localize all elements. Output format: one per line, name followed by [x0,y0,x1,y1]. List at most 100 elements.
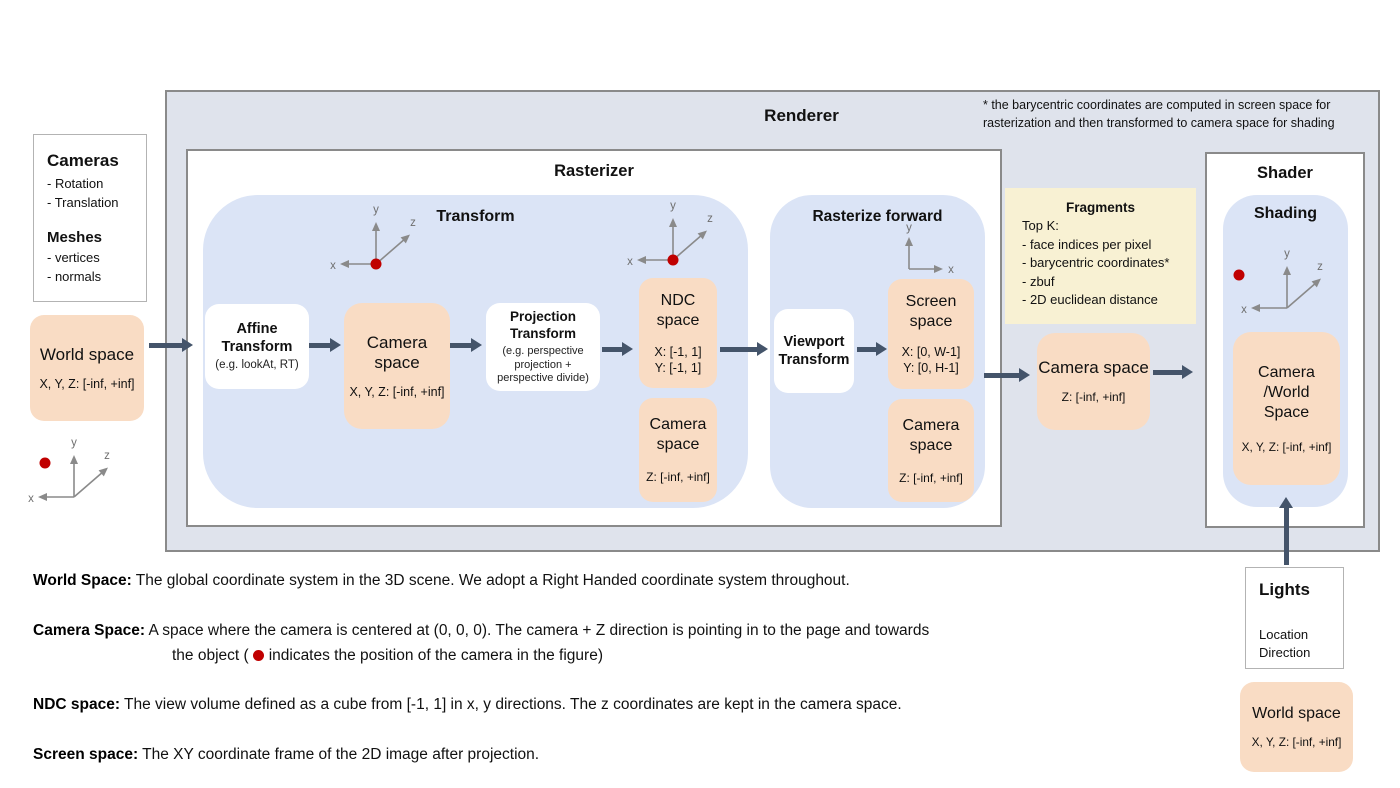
transform-title: Transform [436,208,515,225]
lights-direction: Direction [1259,645,1311,660]
shading-axes-icon: y x z [1233,248,1323,316]
camera-space-z-screen-range: Z: [-inf, +inf] [899,470,963,485]
definition-ndc-space-label: NDC space: [33,696,120,713]
definition-camera-space-text: A space where the camera is centered at … [148,622,930,639]
camera-space-z-ndc-range: Z: [-inf, +inf] [646,470,710,484]
axis-label-y: y [906,223,912,234]
definition-screen-space-label: Screen space: [33,746,139,763]
lights-panel: Lights Location Direction [1245,567,1344,669]
definition-camera-space: Camera Space: A space where the camera i… [33,622,1133,640]
cameras-item-translation: - Translation [47,194,119,210]
camera-world-space-box: Camera /World Space X, Y, Z: [-inf, +inf… [1233,332,1340,485]
definition-screen-space: Screen space: The XY coordinate frame of… [33,746,1083,764]
camera-space-transform-title: Camera space [366,332,428,372]
arrow-rasterizer-to-camera-out [984,368,1030,382]
axis-label-y: y [373,204,379,216]
fragments-item: - zbuf [1022,273,1055,289]
axis-label-x: x [948,264,954,276]
fragments-title: Fragments [1065,200,1136,215]
camera-space-transform-box: Camera space X, Y, Z: [-inf, +inf] [344,303,450,429]
axis-label-z: z [1317,261,1323,273]
screen-range-x: X: [0, W-1] [901,345,961,359]
meshes-item-vertices: - vertices [47,250,100,265]
shading-title: Shading [1253,205,1318,222]
world-space-input-title: World space [39,344,135,364]
definition-world-space-text: The global coordinate system in the 3D s… [135,572,850,589]
arrow-camera-out-to-shader [1153,365,1193,379]
rasterizer-title: Rasterizer [554,162,634,180]
meshes-title: Meshes [47,229,103,246]
renderer-title: Renderer [764,106,839,125]
camera-dot-icon [252,650,264,661]
world-space-input-box: World space X, Y, Z: [-inf, +inf] [30,315,144,421]
affine-transform-subtitle: (e.g. lookAt, RT) [215,359,299,372]
definition-ndc-space-text: The view volume defined as a cube from [… [124,696,902,713]
axis-label-x: x [330,260,336,272]
cameras-title: Cameras [47,151,119,170]
world-space-lights-box: World space X, Y, Z: [-inf, +inf] [1240,682,1353,772]
viewport-transform-box: Viewport Transform [774,309,854,393]
world-space-input-range: X, Y, Z: [-inf, +inf] [39,376,135,391]
ndc-range-y: Y: [-1, 1] [654,360,702,375]
affine-transform-box: Affine Transform (e.g. lookAt, RT) [205,304,309,389]
world-axes-icon: y x z [28,437,110,505]
definition-ndc-space: NDC space: The view volume defined as a … [33,696,1153,714]
footnote-line-2: rasterization and then transformed to ca… [983,115,1335,130]
definition-camera-space-label: Camera Space: [33,622,146,639]
fragments-topk: Top K: [1022,218,1059,233]
world-space-lights-title: World space [1252,704,1341,722]
fragments-item: - barycentric coordinates* [1022,255,1170,270]
camera-space-output-title: Camera space [1038,358,1149,377]
arrow-projection-to-ndc [602,342,633,356]
camera-space-output-box: Camera space Z: [-inf, +inf] [1037,333,1150,430]
arrow-camera-to-projection [450,338,482,352]
cameras-panel: Cameras - Rotation - Translation Meshes … [33,134,147,302]
arrow-world-to-rasterizer [149,338,193,352]
definition-camera-space-line2-post: indicates the position of the camera in … [268,647,603,664]
axis-label-z: z [707,213,713,225]
axis-label-y: y [71,437,77,449]
fragments-box: Fragments Top K: - face indices per pixe… [1005,188,1196,324]
viewport-transform-title: Viewport Transform [778,334,850,368]
ndc-axes-icon: y x z [627,200,713,268]
camera-world-space-range: X, Y, Z: [-inf, +inf] [1241,439,1332,454]
definition-world-space-label: World Space: [33,572,132,589]
arrow-ndc-to-viewport [720,342,768,356]
world-space-lights-range: X, Y, Z: [-inf, +inf] [1251,734,1342,749]
definition-camera-space-line2-pre: the object ( [172,647,249,664]
axis-label-x: x [627,256,633,268]
ndc-space-title: NDC space [656,291,700,329]
screen-axes-icon: y x [905,223,954,276]
camera-space-z-screen-box: Camera space Z: [-inf, +inf] [888,399,974,502]
axis-label-y: y [670,200,676,212]
origin-dot-icon [370,258,382,270]
ndc-range-x: X: [-1, 1] [654,344,702,359]
meshes-item-normals: - normals [47,268,102,284]
axis-label-x: x [1241,304,1247,316]
projection-transform-title: Projection Transform [509,309,577,342]
fragments-item: - face indices per pixel [1022,236,1152,252]
barycentric-footnote: * the barycentric coordinates are comput… [983,97,1363,132]
definition-screen-space-text: The XY coordinate frame of the 2D image … [142,746,540,763]
camera-space-z-ndc-box: Camera space Z: [-inf, +inf] [639,398,717,502]
lights-title: Lights [1259,580,1310,599]
definition-world-space: World Space: The global coordinate syste… [33,572,1083,590]
shader-title: Shader [1257,164,1313,182]
screen-range-y: Y: [0, H-1] [903,361,959,375]
cameras-item-rotation: - Rotation [47,176,104,191]
camera-position-dot-icon [1233,269,1245,281]
axis-label-y: y [1284,248,1290,260]
transform-axes-icon: y x z [330,204,416,272]
camera-world-space-title: Camera /World Space [1258,363,1315,421]
ndc-space-box: NDC space X: [-1, 1] Y: [-1, 1] [639,278,717,388]
origin-dot-icon [667,254,679,266]
footnote-line-1: * the barycentric coordinates are comput… [983,98,1331,112]
projection-transform-box: Projection Transform (e.g. perspective p… [486,303,600,391]
fragments-item: - 2D euclidean distance [1022,292,1158,307]
rasterize-forward-title: Rasterize forward [812,208,943,225]
lights-location: Location [1259,627,1309,642]
axis-label-x: x [28,493,34,505]
camera-position-dot-icon [39,457,51,469]
screen-space-box: Screen space X: [0, W-1] Y: [0, H-1] [888,279,974,389]
